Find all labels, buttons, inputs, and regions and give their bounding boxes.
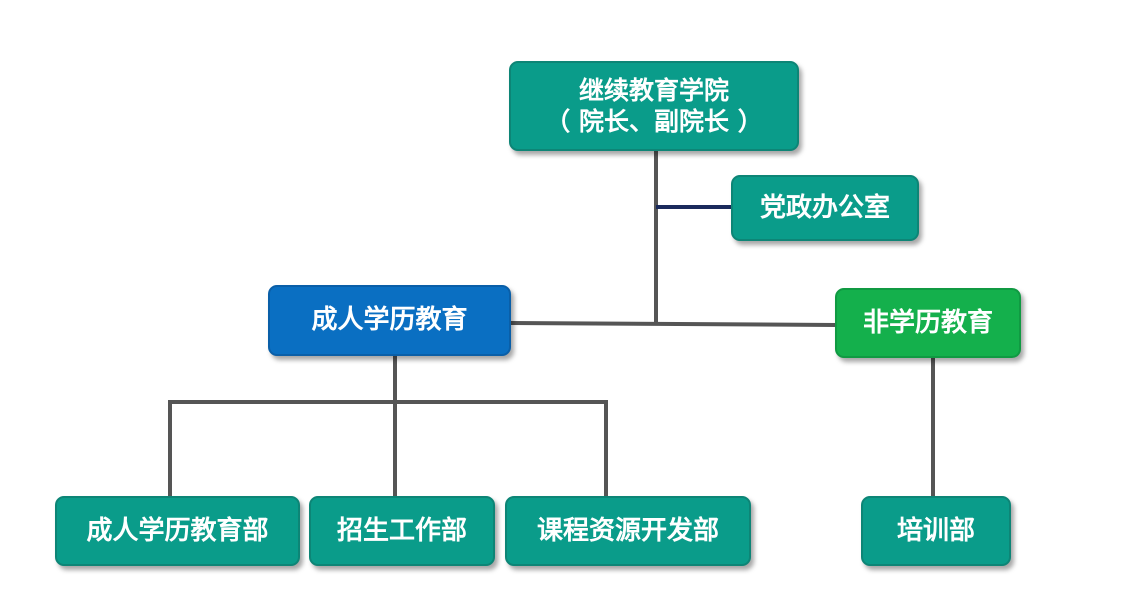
root-subtitle: （ 院长、副院长 ）: [545, 107, 763, 136]
office-node: 党政办公室: [731, 175, 919, 241]
root-title: 继续教育学院: [578, 75, 729, 105]
non-degree-education-label: 非学历教育: [862, 307, 993, 338]
non-degree-education-node: 非学历教育: [835, 288, 1021, 358]
adult-education-node: 成人学历教育: [268, 285, 511, 356]
adult-child-label: 课程资源开发部: [536, 515, 719, 546]
adult-child-label: 成人学历教育部: [86, 515, 269, 546]
root-node: 继续教育学院 （ 院长、副院长 ）: [509, 61, 799, 151]
non-degree-child-node: 培训部: [861, 496, 1011, 566]
non-degree-child-label: 培训部: [896, 515, 975, 546]
adult-child-node: 成人学历教育部: [55, 496, 300, 566]
adult-child-node: 招生工作部: [309, 496, 495, 566]
main-horizontal-line: [509, 321, 837, 327]
adult-education-label: 成人学历教育: [311, 305, 468, 336]
adult-child-label: 招生工作部: [336, 515, 467, 546]
office-label: 党政办公室: [759, 192, 890, 223]
adult-child-node: 课程资源开发部: [505, 496, 751, 566]
